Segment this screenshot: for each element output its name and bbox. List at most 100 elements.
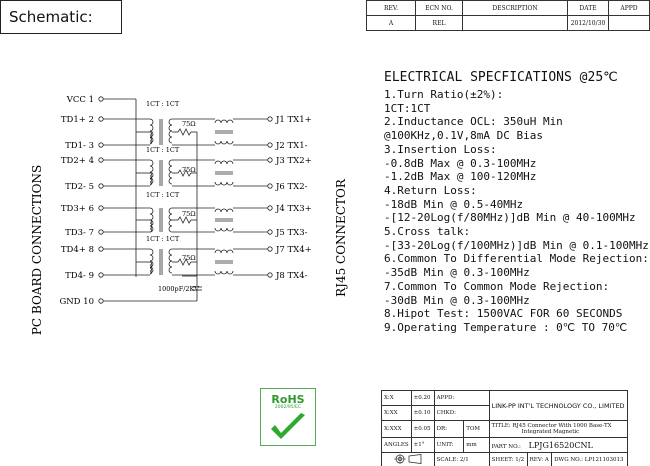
transformer-coil	[149, 213, 154, 221]
pin-label-td3p: TD3+ 6	[61, 204, 94, 214]
transformer-coil	[149, 124, 154, 132]
transformer-coil	[168, 171, 173, 179]
pin-label-j7: J7 TX4+	[275, 245, 312, 255]
part-no: LPJG16520CNL	[528, 440, 593, 450]
ratio-label: 1CT : 1CT	[146, 146, 180, 154]
resistor	[177, 169, 192, 177]
tol-x-value: ±0.20	[410, 390, 435, 406]
rev-label: REV:	[529, 457, 544, 463]
ecn-cell: REL	[415, 15, 463, 31]
transformer-coil	[168, 207, 173, 215]
resistor-label: 75Ω	[182, 120, 196, 128]
ecn-header: ECN NO.	[415, 0, 463, 16]
choke-coil	[220, 119, 228, 124]
spec-line: -30dB Min @ 0.3-100MHz	[384, 293, 530, 307]
choke-coil	[220, 160, 228, 165]
pin-terminal	[267, 272, 273, 278]
spec-line: -0.8dB Max @ 0.3-100MHz	[384, 156, 537, 170]
page-title: Schematic:	[0, 0, 122, 34]
sheet-label: SHEET:	[491, 457, 514, 463]
choke-coil	[226, 270, 234, 275]
electrical-specifications: ELECTRICAL SPECFICATIONS @25℃ 1.Turn Rat…	[384, 70, 649, 335]
pin-label-j5: J5 TX3-	[275, 228, 308, 238]
pin-terminal	[267, 183, 273, 189]
title-label: TITLE:	[491, 423, 511, 429]
pin-label-j2: J2 TX1-	[275, 141, 308, 151]
date-cell: 2012/10/30	[567, 15, 609, 31]
transformer-coil	[149, 137, 152, 142]
spec-line: 4.Return Loss:	[384, 183, 477, 197]
transformer-coil	[149, 177, 154, 185]
resistor	[177, 258, 192, 266]
transformer-coil	[149, 270, 152, 275]
transformer-coil	[149, 207, 154, 215]
transformer-coil	[149, 261, 152, 266]
pin-label-td2p: TD2+ 4	[61, 156, 94, 166]
transformer-coil	[168, 260, 173, 268]
transformer-coil	[149, 248, 154, 256]
transformer-coil	[149, 140, 152, 145]
choke-coil	[220, 249, 228, 254]
appd-label: APPD:	[433, 390, 490, 406]
specs-title: ELECTRICAL SPECFICATIONS @25℃	[384, 70, 618, 85]
ratio-label: 1CT : 1CT	[146, 100, 180, 108]
spec-line: 2.Inductance OCL: 350uH Min	[384, 115, 563, 129]
transformer-coil	[168, 136, 173, 144]
pin-label-j3: J3 TX2+	[275, 156, 312, 166]
dwg-no-label: DWG NO.:	[554, 457, 583, 463]
rohs-date: 2002/95/EC	[274, 405, 302, 410]
choke-coil	[214, 208, 222, 213]
choke-coil	[214, 119, 222, 124]
transformer-coil	[168, 266, 173, 274]
table-row: A REL 2012/10/30	[366, 15, 650, 31]
tol-xxx-value: ±0.05	[410, 420, 435, 438]
transformer-coil	[168, 118, 173, 126]
capacitor-label: 1000pF/2KV	[158, 285, 199, 293]
pin-terminal	[98, 298, 104, 304]
transformer-coil	[149, 181, 152, 186]
choke-coil	[220, 140, 228, 145]
choke-coil	[220, 270, 228, 275]
choke-coil	[226, 249, 234, 254]
resistor-label: 75Ω	[182, 254, 196, 262]
scale-value: 2/1	[459, 457, 469, 463]
choke-coil	[226, 181, 234, 186]
transformer-coil	[168, 130, 173, 138]
transformer-coil	[168, 177, 173, 185]
angles-label: ANGLES	[381, 437, 412, 453]
choke-coil	[214, 249, 222, 254]
spec-line: 6.Common To Differential Mode Rejection:	[384, 252, 649, 266]
choke-coil	[214, 270, 222, 275]
dr-value: TOM	[463, 420, 490, 438]
choke-coil	[214, 140, 222, 145]
transformer-coil	[149, 165, 154, 173]
choke-coil	[214, 160, 222, 165]
description-cell	[462, 15, 568, 31]
transformer-coil	[149, 254, 154, 262]
spec-line: 1CT:1CT	[384, 101, 431, 115]
choke-coil	[226, 119, 234, 124]
spec-line: 5.Cross talk:	[384, 225, 471, 239]
pin-terminal	[267, 157, 273, 163]
chkd-label: CHKD:	[433, 405, 490, 421]
date-header: DATE	[567, 0, 609, 16]
unit-value: mm	[463, 437, 490, 453]
pin-terminal	[267, 205, 273, 211]
scale-label: SCALE:	[436, 457, 459, 463]
resistor-label: 75Ω	[182, 166, 196, 174]
pc-board-label: PC BOARD CONNECTIONS	[30, 165, 44, 335]
schematic-wires	[98, 96, 273, 304]
transformer-coil	[149, 136, 154, 144]
choke-coil	[214, 227, 222, 232]
pin-terminal	[98, 246, 104, 252]
transformer-coil	[149, 267, 152, 272]
title-line-2: Integrated Magnetic	[521, 429, 580, 435]
resistor	[177, 216, 192, 224]
spec-line: @100KHz,0.1V,8mA DC Bias	[384, 129, 543, 143]
pin-label-td4n: TD4- 9	[65, 271, 94, 281]
spec-line: 9.Operating Temperature : 0℃ TO 70℃	[384, 320, 628, 334]
tol-x-label: X:X	[381, 390, 412, 406]
transformer-coil	[149, 172, 152, 177]
pin-terminal	[98, 272, 104, 278]
